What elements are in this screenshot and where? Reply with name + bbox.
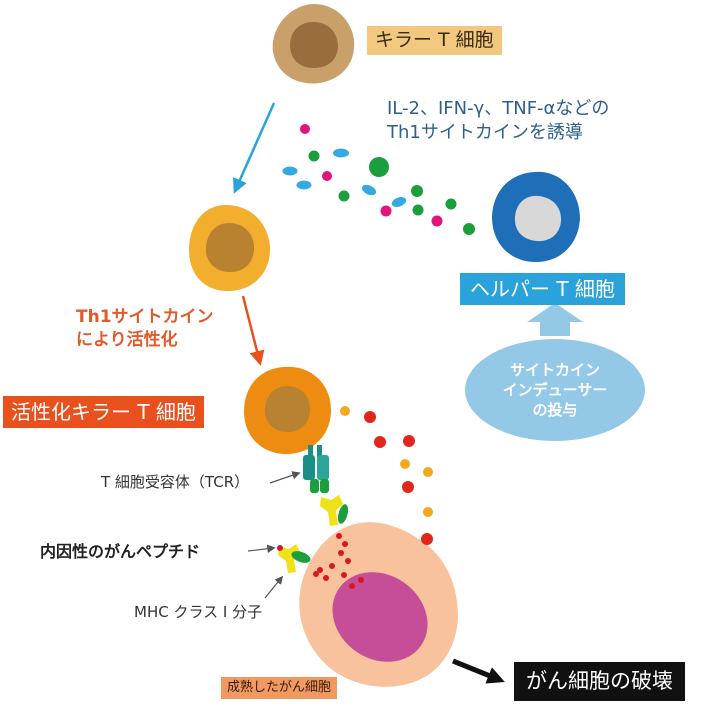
mhc-molecule-surface xyxy=(320,495,349,526)
arrow-to-activation xyxy=(233,102,276,194)
killer-t-cell-label: キラー T 細胞 xyxy=(367,26,502,55)
cancer-destruction-label: がん細胞の破壊 xyxy=(514,662,685,702)
mature-cancer-cell-label: 成熟したがん細胞 xyxy=(221,677,338,699)
arrow-to-activated xyxy=(241,295,265,366)
destruction-arrow xyxy=(452,658,505,684)
cytokine-inducer-label: サイトカイン インデューサー の投与 xyxy=(502,360,608,420)
mhc-class-1-label: MHC クラス I 分子 xyxy=(134,603,263,621)
cytokine-inducer-bubble xyxy=(465,303,645,441)
th1-activation-label: Th1サイトカイン により活性化 xyxy=(76,307,214,350)
release-dots xyxy=(340,406,433,545)
mhc-molecule-free xyxy=(278,544,311,573)
killer-t-cell xyxy=(272,3,355,84)
cytokine-particles xyxy=(282,124,475,235)
endogenous-peptide-label: 内因性のがんペプチド xyxy=(40,542,201,561)
cytokine-induction-label: IL-2、IFN-γ、TNF-αなどの Th1サイトカインを誘導 xyxy=(387,98,610,144)
activating-killer-t-cell xyxy=(189,205,271,292)
tcr-receptor xyxy=(303,445,329,493)
cancer-cell xyxy=(299,522,458,687)
mhc-pointer xyxy=(264,575,284,599)
helper-t-cell-label: ヘルパー T 細胞 xyxy=(460,273,625,305)
tcr-pointer xyxy=(269,471,301,484)
peptide-pointer xyxy=(247,544,276,553)
activated-killer-t-cell-label: 活性化キラー T 細胞 xyxy=(3,396,204,428)
peptide-dots xyxy=(277,533,364,589)
helper-t-cell xyxy=(492,171,580,263)
tcr-label: T 細胞受容体（TCR） xyxy=(101,473,250,491)
activated-killer-t-cell xyxy=(244,366,331,455)
